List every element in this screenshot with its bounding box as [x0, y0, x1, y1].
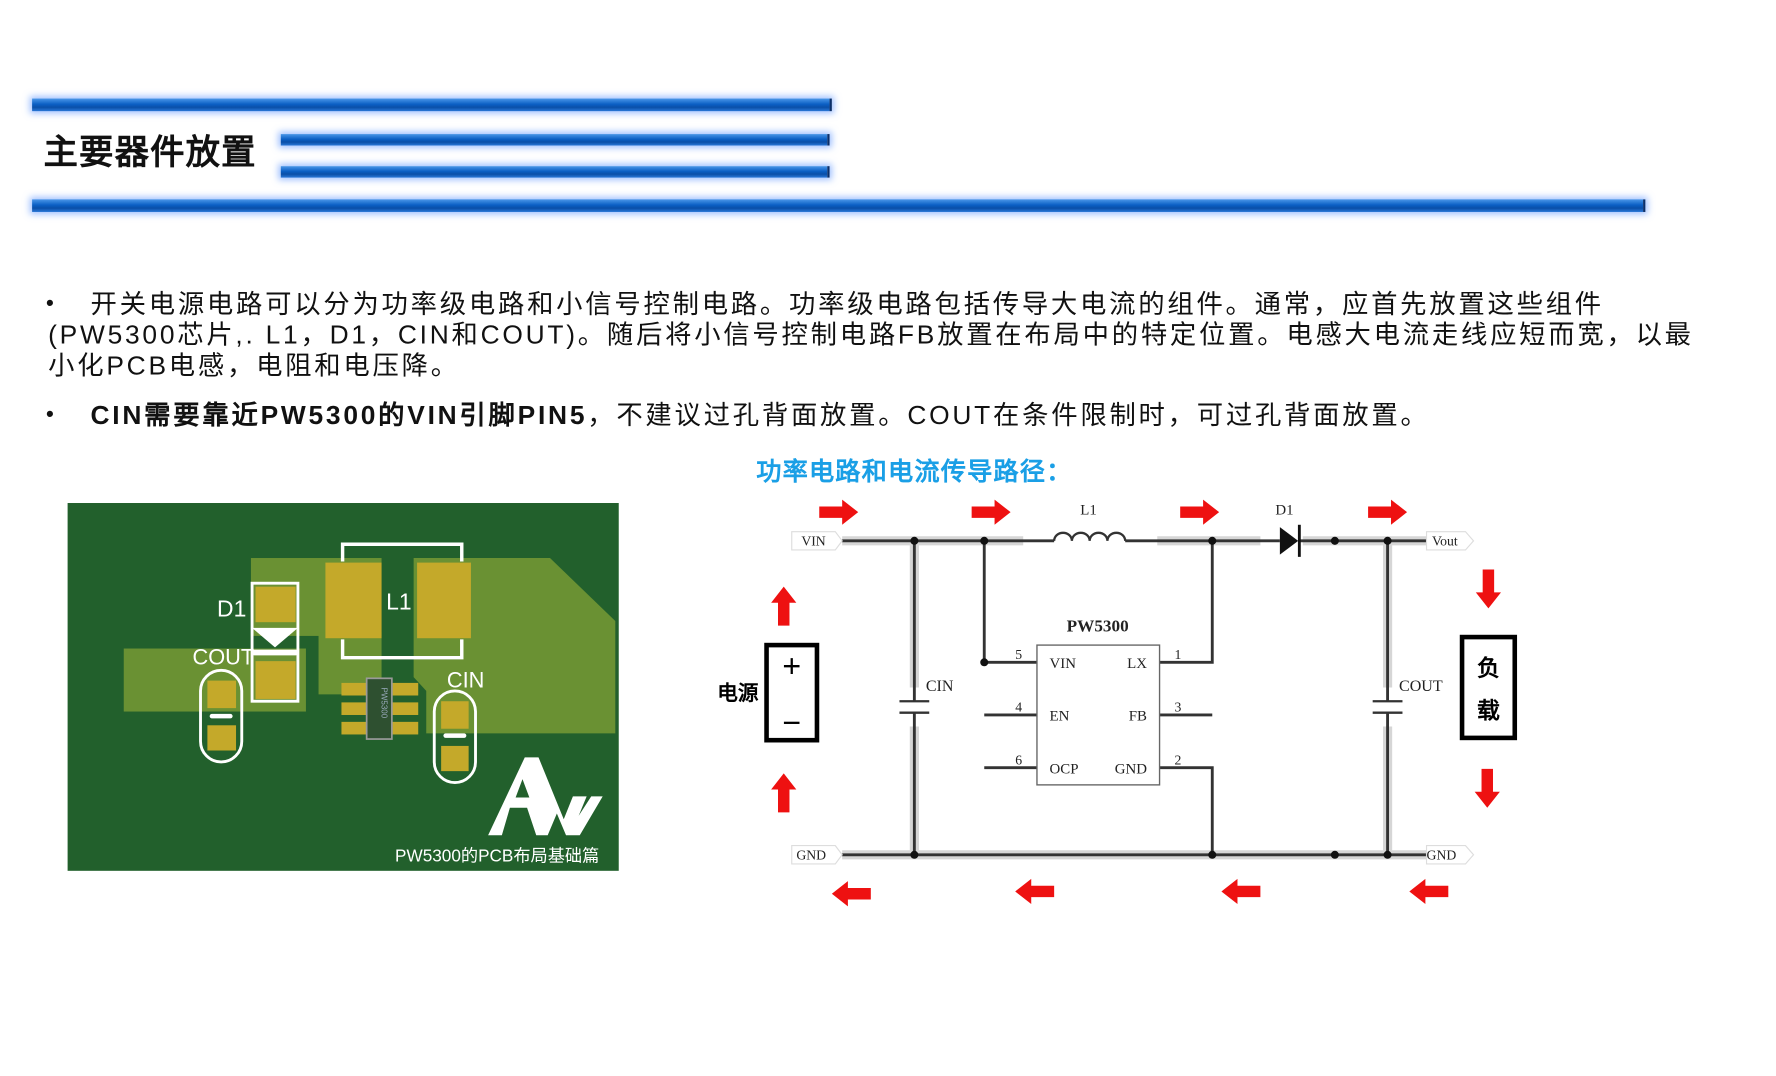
minus-icon: −: [782, 704, 801, 740]
bullet-dot: •: [45, 291, 54, 317]
svg-text:GND: GND: [1427, 847, 1457, 862]
arrow-right-icon: [1180, 499, 1220, 525]
arrow-right-icon: [971, 499, 1011, 525]
pcb-label-cin: CIN: [447, 667, 484, 692]
pin-number: 3: [1174, 700, 1181, 715]
arrow-right-icon: [1368, 499, 1408, 525]
ic-pw5300: [1036, 644, 1161, 786]
pcb-label-cout: COUT: [192, 645, 254, 670]
pin-name: FB: [1129, 709, 1147, 725]
load-label: 负: [1477, 655, 1500, 681]
bullet-1-line-1: 开关电源电路可以分为功率级电路和小信号控制电路。功率级电路包括传导大电流的组件。…: [90, 288, 1604, 319]
pin-number: 4: [1015, 700, 1022, 715]
arrow-down-icon: [1474, 768, 1500, 808]
page-title: 主要器件放置: [43, 134, 257, 172]
pin-name: LX: [1127, 656, 1147, 672]
cin-pad: [441, 701, 469, 729]
net-label-vin: VIN: [791, 531, 843, 551]
svg-text:Vout: Vout: [1432, 533, 1458, 548]
pw-logo: [488, 757, 603, 836]
arrow-left-icon: [1221, 878, 1261, 905]
label-cin: CIN: [926, 678, 954, 695]
cout-bar: [209, 713, 233, 719]
arrow-left-icon: [1015, 878, 1055, 905]
header-bar-bottom: [32, 199, 1646, 212]
svg-text:GND: GND: [796, 847, 826, 862]
cin-silkscreen: [432, 689, 477, 785]
pcb-label-d1: D1: [217, 595, 246, 621]
diagram-heading: 功率电路和电流传导路径：: [756, 457, 1073, 486]
junction-dots: [910, 536, 1392, 859]
load-box: 负 载: [1459, 634, 1518, 741]
load-label: 载: [1477, 697, 1500, 723]
arrow-right-icon: [819, 499, 859, 525]
cin-pad: [441, 745, 469, 772]
bullet-1-line-2: (PW5300芯片,. L1，D1，CIN和COUT)。随后将小信号控制电路FB…: [48, 319, 1694, 350]
plus-icon: +: [782, 648, 801, 684]
net-label-vout: Vout: [1425, 531, 1475, 551]
diode-symbol-icon: [252, 627, 298, 648]
inductor-symbol: [1052, 531, 1127, 541]
chip-marking: PW5300: [380, 687, 389, 718]
svg-text:VIN: VIN: [801, 533, 825, 548]
header-bar-mid-1: [280, 134, 830, 146]
l1-pad: [325, 562, 382, 639]
header-bar-mid-2: [280, 166, 830, 178]
diode-bar: [252, 649, 298, 656]
arrow-left-icon: [1409, 878, 1449, 905]
arrow-up-icon: [771, 773, 797, 813]
pcb-label-l1: L1: [386, 589, 411, 615]
cout-pad: [207, 725, 237, 751]
d1-silkscreen: [250, 581, 300, 703]
arrow-down-icon: [1475, 569, 1502, 609]
bullet-1-line-3: 小化PCB电感，电阻和电压降。: [48, 350, 460, 381]
bullet-2-rest: ，不建议过孔背面放置。COUT在条件限制时，可过孔背面放置。: [587, 399, 1430, 430]
header-bar-top: [32, 98, 832, 112]
pcb-caption: PW5300的PCB布局基础篇: [395, 846, 599, 866]
pin-number: 6: [1015, 752, 1022, 767]
d1-pad: [255, 586, 296, 623]
current-flow-arrows: [771, 499, 1502, 907]
pin-name: VIN: [1050, 656, 1077, 672]
net-label-gnd-left: GND: [791, 845, 843, 865]
l1-silkscreen: [340, 542, 464, 660]
cin-bar: [443, 733, 467, 738]
pin-name: GND: [1115, 761, 1147, 777]
l1-pad: [417, 562, 471, 639]
pin-name: EN: [1050, 709, 1070, 725]
d1-pad: [255, 661, 296, 699]
pin-number: 1: [1174, 647, 1181, 662]
cout-silkscreen: [199, 668, 244, 764]
bullet-2-bold: CIN需要靠近PW5300的VIN引脚PIN5: [90, 399, 588, 430]
arrow-left-icon: [831, 881, 871, 907]
net-label-gnd-right: GND: [1425, 845, 1475, 865]
bullet-2: CIN需要靠近PW5300的VIN引脚PIN5，不建议过孔背面放置。COUT在条…: [91, 400, 1430, 431]
ic-name: PW5300: [1067, 616, 1129, 635]
label-cout: COUT: [1399, 678, 1443, 695]
ic-footprint: PW5300: [341, 677, 419, 740]
pin-number: 2: [1174, 752, 1181, 767]
source-label: 电源: [717, 682, 759, 705]
power-source: + −: [764, 642, 820, 743]
bullet-dot: •: [45, 402, 54, 428]
arrow-up-icon: [771, 586, 797, 626]
diode-symbol-icon: [1279, 527, 1299, 555]
label-d1: D1: [1275, 502, 1293, 518]
pin-number: 5: [1015, 647, 1022, 662]
pin-name: OCP: [1050, 761, 1079, 777]
label-l1: L1: [1080, 502, 1097, 518]
schematic: PW5300 VIN EN OCP LX FB GND 5 4 6 1 3 2 …: [717, 499, 1518, 907]
pcb-layout-image: PW5300 D1 L1 COUT CIN PW5300的PCB布局基础篇: [67, 503, 619, 871]
cout-pad: [207, 680, 237, 709]
